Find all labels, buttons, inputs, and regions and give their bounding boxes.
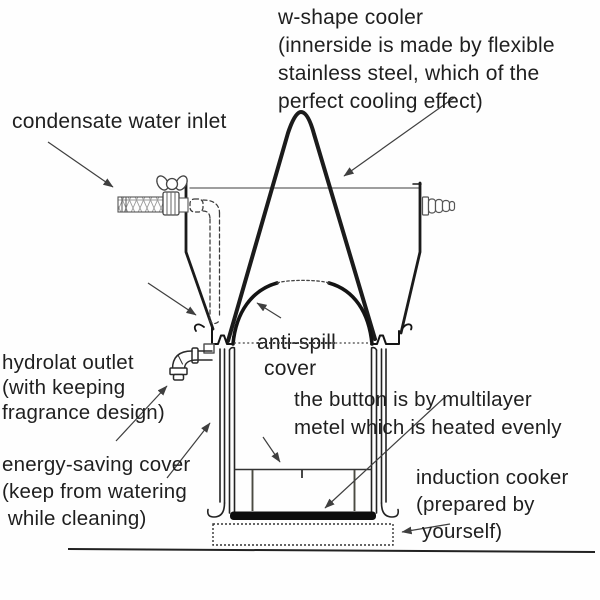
arrow-anti-spill-dome: [256, 302, 282, 319]
wing-nut: [156, 175, 188, 191]
arrow-bottom-plate-long: [324, 396, 446, 509]
label-anti-spill-cover-line2: cover: [264, 357, 317, 380]
arrow-bottom-plate-short: [262, 436, 281, 463]
label-energy-saving-cover: energy-saving cover (keep from watering …: [2, 453, 191, 530]
label-hydrolat-outlet: hydrolat outlet (with keeping fragrance …: [2, 351, 165, 424]
label-w-shape-cooler: w-shape cooler (innerside is made by fle…: [278, 6, 555, 113]
label-induction-cooker: induction cooker (prepared by yourself): [416, 466, 569, 543]
anti-spill-dome: [231, 279, 374, 346]
condensate-hose-inlet: [117, 175, 189, 216]
label-multilayer-bottom: the button is by multilayer metel which …: [294, 388, 562, 439]
arrow-hydrolat-outlet: [115, 385, 168, 442]
cooling-water-outlet-barb: [421, 196, 456, 216]
leader-arrows: [47, 96, 456, 535]
arrow-left-trough: [147, 282, 197, 316]
multilayer-bottom-plate: [230, 468, 376, 520]
energy-saving-outer-shell: [206, 348, 400, 518]
ground-line: [67, 548, 596, 553]
arrow-induction-cooker: [401, 523, 451, 535]
condensate-dashed-pipe: [189, 198, 221, 325]
label-anti-spill: anti-spill: [257, 331, 337, 354]
label-condensate-water-inlet: condensate water inlet: [12, 110, 227, 133]
arrow-condensate-inlet: [47, 141, 114, 188]
hydrolat-spout: [169, 343, 215, 381]
induction-cooker-outline: [212, 523, 394, 546]
arrow-w-shape-cooler: [343, 96, 456, 177]
still-pot-walls: [228, 346, 378, 514]
arrow-energy-saving-cover: [166, 422, 211, 479]
